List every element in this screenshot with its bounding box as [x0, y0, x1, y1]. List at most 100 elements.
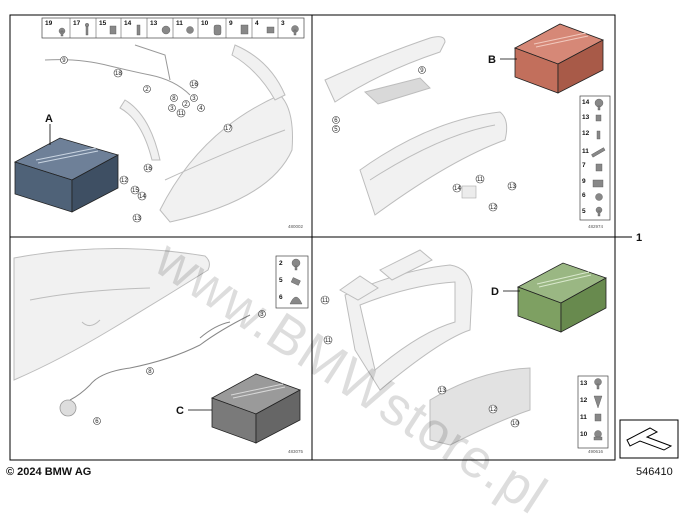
side-strip-number: 5 — [279, 277, 283, 284]
svg-text:8: 8 — [148, 369, 152, 375]
side-strip-number: 5 — [582, 208, 586, 215]
callout: 2 — [182, 100, 190, 108]
repair-kit-box-d — [517, 262, 607, 333]
side-strip-number: 6 — [279, 294, 283, 301]
callout: 9 — [418, 66, 426, 74]
callout: 13 — [437, 385, 446, 395]
callout: 13 — [507, 181, 516, 191]
svg-text:11: 11 — [325, 338, 332, 344]
svg-text:6: 6 — [95, 419, 99, 425]
callout: 6 — [332, 116, 340, 124]
svg-text:2: 2 — [145, 87, 149, 93]
return-arrow-icon — [619, 419, 679, 459]
top-strip-number: 13 — [150, 20, 158, 27]
top-strip-number: 11 — [176, 20, 183, 27]
callout: 15 — [130, 185, 139, 195]
side-parts-strip — [579, 95, 611, 221]
svg-text:6: 6 — [334, 118, 338, 124]
callout-set-bottom-right: 11 11 13 12 10 — [320, 295, 519, 428]
quadrant-bottom-right: D 13 12 11 10 11 11 13 12 10 490616 — [320, 249, 609, 454]
top-strip-number: 15 — [99, 20, 107, 27]
side-strip-number: 13 — [580, 380, 588, 387]
callout: 11 — [475, 174, 485, 184]
svg-text:13: 13 — [439, 388, 446, 394]
svg-text:15: 15 — [132, 188, 139, 194]
callout: 4 — [197, 104, 205, 112]
side-strip-number: 11 — [580, 414, 587, 421]
top-strip-number: 4 — [255, 20, 259, 27]
side-strip-number: 12 — [580, 397, 588, 404]
top-strip-number: 14 — [124, 20, 132, 27]
callout: 16 — [143, 163, 152, 173]
tailgate-cable — [44, 44, 191, 96]
callout: 17 — [223, 123, 232, 133]
quadrant-top-right: B 14 13 12 11 7 9 6 5 9 6 — [324, 23, 611, 229]
document-number: 546410 — [636, 466, 673, 478]
side-parts-strip — [577, 375, 609, 449]
svg-text:13: 13 — [134, 216, 141, 222]
side-strip-items: 14 13 12 11 7 9 6 5 — [582, 98, 606, 217]
callout: 11 — [320, 295, 330, 305]
tailgate-frame-drawing — [339, 249, 531, 446]
svg-text:17: 17 — [225, 126, 232, 132]
svg-text:12: 12 — [490, 205, 497, 211]
parts-diagram: 1 19 17 15 14 13 11 10 9 4 3 — [9, 14, 679, 461]
group-label: 1 — [636, 232, 642, 244]
svg-text:11: 11 — [178, 111, 185, 117]
callout: 14 — [137, 191, 146, 201]
svg-text:13: 13 — [509, 184, 516, 190]
callout: 3 — [168, 104, 176, 112]
quadrant-bottom-left: 2 5 6 C 3 8 6 483075 — [13, 248, 309, 454]
callout: 13 — [132, 213, 141, 223]
svg-text:2: 2 — [184, 102, 188, 108]
svg-text:3: 3 — [192, 96, 196, 102]
top-strip-number: 19 — [45, 20, 53, 27]
svg-text:10: 10 — [512, 421, 519, 427]
callout-set-top-right: 9 6 5 14 11 13 12 — [332, 66, 516, 212]
top-strip-items: 19 17 15 14 13 11 10 9 4 3 — [45, 18, 299, 38]
callout: 6 — [93, 417, 101, 425]
top-strip-number: 17 — [73, 20, 81, 27]
callout: 11 — [323, 335, 333, 345]
callout: 10 — [510, 418, 519, 428]
repair-kit-box-a — [13, 137, 120, 213]
box-c-label: C — [176, 405, 184, 417]
svg-text:9: 9 — [62, 58, 66, 64]
tailgate-drawing — [119, 44, 293, 223]
svg-text:3: 3 — [260, 312, 264, 318]
copyright-text: © 2024 BMW AG — [6, 466, 92, 478]
box-a-label: A — [45, 113, 53, 125]
repair-kit-box-b — [514, 23, 604, 94]
drawing-number: 490616 — [588, 449, 604, 454]
side-strip-number: 13 — [582, 114, 590, 121]
callout-set-bottom-left: 3 8 6 — [93, 310, 266, 425]
side-strip-number: 9 — [582, 178, 586, 185]
callout: 3 — [258, 310, 266, 318]
callout: 18 — [113, 68, 122, 78]
svg-text:4: 4 — [199, 106, 203, 112]
svg-text:14: 14 — [139, 194, 146, 200]
side-strip-number: 14 — [582, 99, 590, 106]
repair-kit-box-c — [211, 373, 301, 444]
callout-set-top-left: 9 18 2 8 16 3 3 2 11 4 17 16 12 15 14 13 — [60, 56, 232, 223]
bracket-part — [461, 185, 477, 199]
callout: 12 — [119, 175, 128, 185]
svg-text:3: 3 — [170, 106, 174, 112]
svg-text:12: 12 — [490, 407, 497, 413]
side-strip-number: 2 — [279, 260, 283, 267]
svg-text:14: 14 — [454, 186, 461, 192]
callout: 12 — [488, 404, 497, 414]
drawing-number: 480002 — [288, 224, 304, 229]
svg-text:18: 18 — [115, 71, 122, 77]
callout: 9 — [60, 56, 68, 64]
drawing-number: 482974 — [588, 224, 604, 229]
callout: 8 — [146, 367, 154, 375]
svg-text:16: 16 — [145, 166, 152, 172]
spoiler-drawing — [324, 36, 508, 216]
svg-text:11: 11 — [477, 177, 484, 183]
svg-text:9: 9 — [420, 68, 424, 74]
top-strip-number: 3 — [281, 20, 285, 27]
callout: 3 — [190, 94, 198, 102]
box-b-label: B — [488, 54, 496, 66]
callout: 2 — [143, 85, 151, 93]
